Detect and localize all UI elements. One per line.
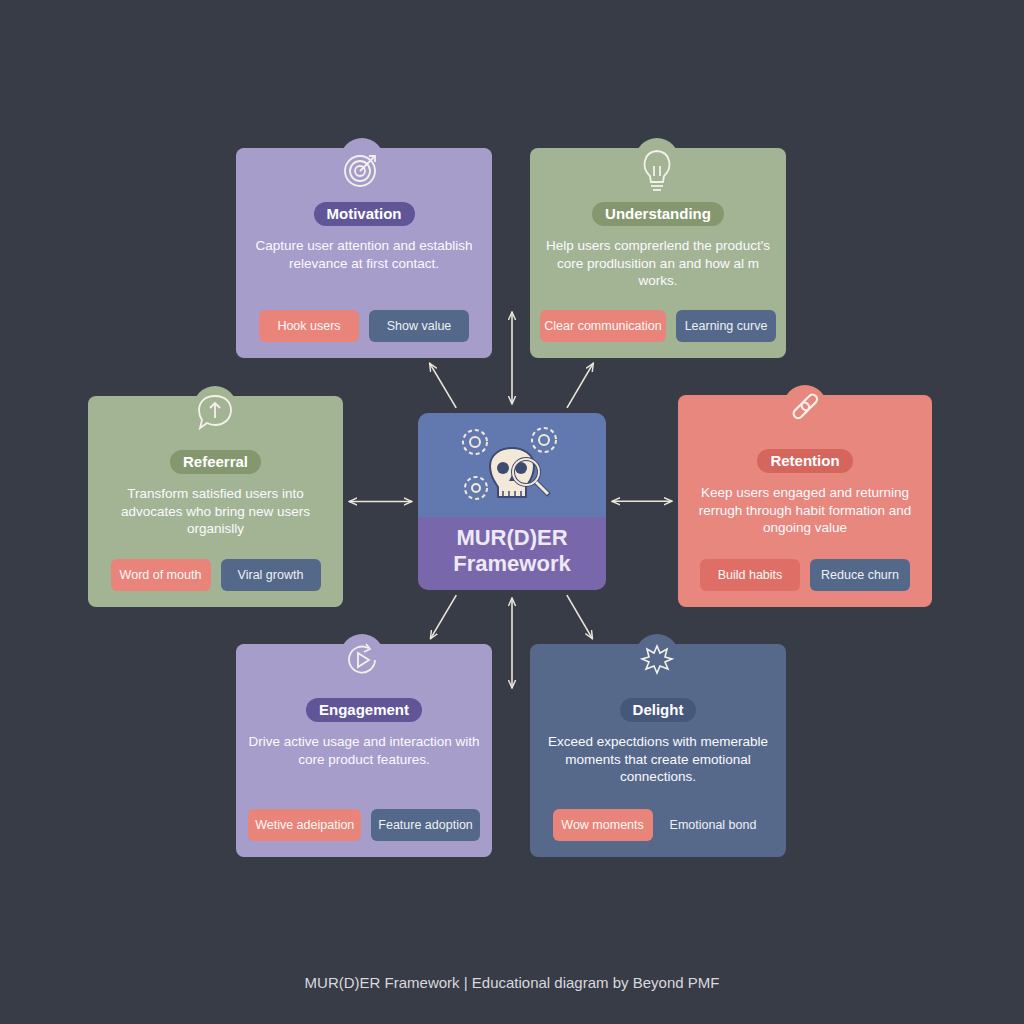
tag-text: Viral growth — [238, 568, 304, 582]
tag-pill: Wow moments — [553, 809, 653, 841]
caption: MUR(D)ER Framework | Educational diagram… — [0, 974, 1024, 991]
tag-text: Wow moments — [561, 818, 643, 832]
card-description: Capture user attention and establish rel… — [246, 237, 482, 272]
tag-text: Wetive adeipation — [255, 818, 354, 832]
tag-text: Word of mouth — [120, 568, 202, 582]
stage-card: RetentionKeep users engaged and returnin… — [678, 395, 932, 607]
card-description: Help users comprerlend the product's cor… — [540, 237, 776, 290]
vertical-arrow — [511, 598, 513, 688]
tag-pill: Word of mouth — [111, 559, 211, 591]
tag-pill: Build habits — [700, 559, 800, 591]
stage-card: EngagementDrive active usage and interac… — [236, 644, 492, 857]
stage-card: UnderstandingHelp users comprerlend the … — [530, 148, 786, 358]
tag-text: Feature adoption — [378, 818, 473, 832]
connector-arrow — [430, 595, 456, 639]
tag-pill: Feature adoption — [371, 809, 480, 841]
vertical-arrow — [511, 312, 513, 404]
tag-text: Hook users — [277, 319, 340, 333]
connector-arrow — [430, 363, 457, 408]
tag-row: Wetive adeipation Feature adoption — [246, 799, 482, 841]
tag-row: Clear communication Learning curve — [540, 300, 776, 342]
card-description: Drive active usage and interaction with … — [246, 733, 482, 768]
referral-bubble-icon — [199, 396, 231, 428]
tag-row: Hook users Show value — [246, 300, 482, 342]
card-title: Motivation — [314, 202, 415, 226]
skull-gears-icon — [463, 428, 556, 499]
tag-row: Wow moments Emotional bond — [540, 799, 776, 841]
card-description: Transform satisfied users into advocates… — [98, 485, 333, 538]
card-description: Exceed expectdions with memerable moment… — [540, 733, 776, 786]
tab-bumps — [193, 138, 827, 678]
card-title: Understanding — [592, 202, 724, 226]
card-description: Keep users engaged and returning rerrugh… — [688, 484, 922, 537]
stage-card: MotivationCapture user attention and est… — [236, 148, 492, 358]
tag-text: Build habits — [718, 568, 783, 582]
connector-arrow — [612, 500, 672, 502]
play-cycle-icon — [349, 644, 375, 673]
tag-text: Clear communication — [544, 319, 661, 333]
tag-row: Build habits Reduce churn — [688, 549, 922, 591]
card-title: Refeerral — [170, 450, 261, 474]
tag-text: Learning curve — [685, 319, 768, 333]
tag-pill: Emotional bond — [663, 809, 764, 841]
connector-arrow — [567, 595, 593, 639]
stage-card: RefeerralTransform satisfied users into … — [88, 396, 343, 607]
tag-pill: Wetive adeipation — [248, 809, 361, 841]
hub-title: MUR(D)ER Framework — [426, 525, 598, 578]
link-chain-icon — [792, 393, 819, 420]
tag-text: Emotional bond — [670, 818, 757, 832]
lightbulb-icon — [645, 151, 670, 190]
tag-pill: Show value — [369, 310, 469, 342]
connector-arrow — [567, 363, 593, 408]
tag-pill: Learning curve — [676, 310, 776, 342]
tag-text: Show value — [387, 319, 452, 333]
tag-pill: Hook users — [259, 310, 359, 342]
target-icon — [345, 156, 375, 186]
tag-text: Reduce churn — [821, 568, 899, 582]
card-title: Engagement — [306, 698, 422, 722]
card-title: Delight — [620, 698, 697, 722]
connector-arrow — [349, 501, 412, 503]
tag-pill: Clear communication — [540, 310, 666, 342]
tag-row: Word of mouth Viral growth — [98, 549, 333, 591]
tag-pill: Reduce churn — [810, 559, 910, 591]
stage-card: DelightExceed expectdions with memerable… — [530, 644, 786, 857]
card-title: Retention — [757, 449, 852, 473]
tag-pill: Viral growth — [221, 559, 321, 591]
framework-hub: MUR(D)ER Framework — [418, 413, 606, 590]
star-burst-icon — [642, 646, 672, 673]
